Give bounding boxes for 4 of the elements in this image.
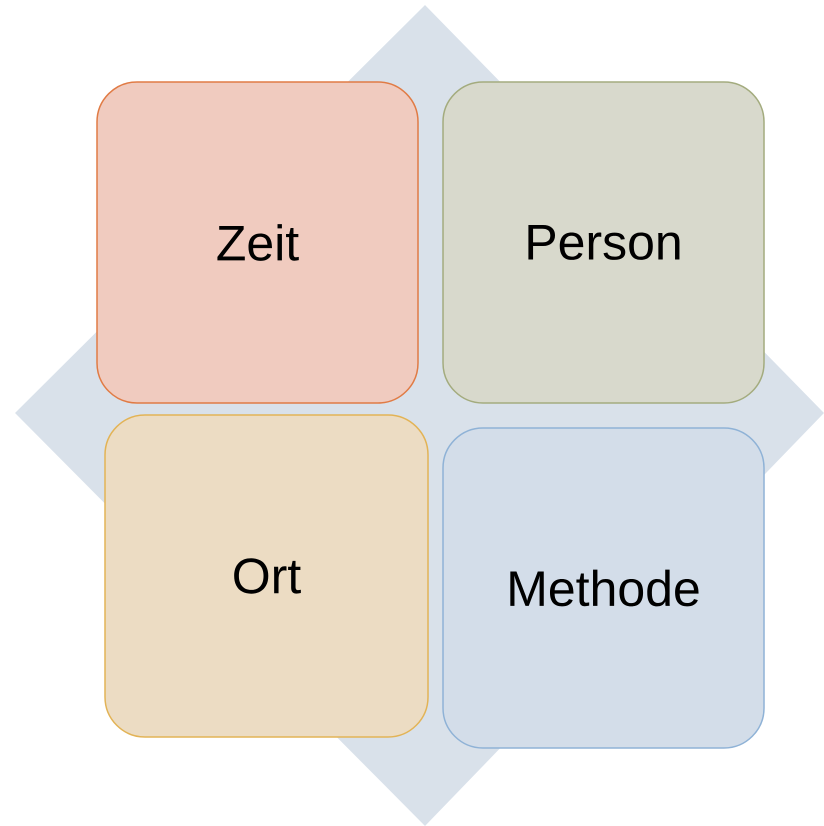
rounded-box: Person (442, 81, 765, 404)
rounded-box: Methode (442, 427, 765, 749)
rounded-box: Zeit (96, 81, 419, 404)
rounded-box: Ort (104, 414, 429, 738)
